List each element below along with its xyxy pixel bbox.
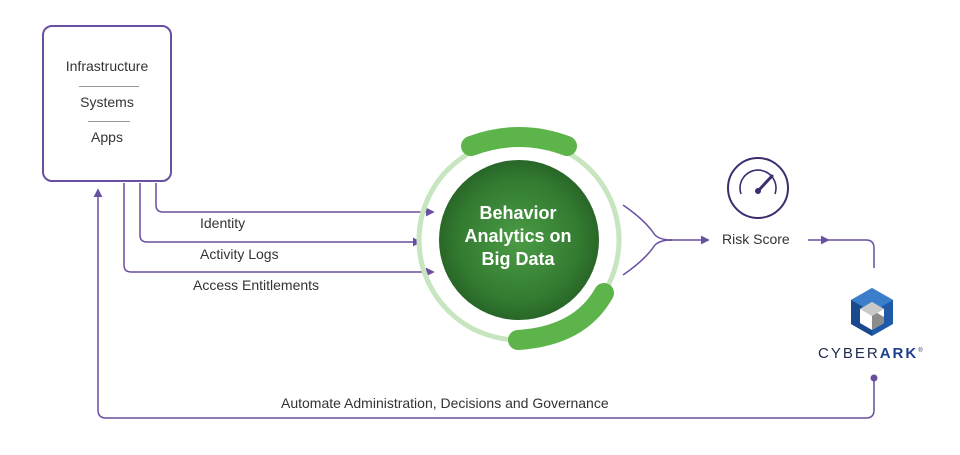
center-title-line: Big Data <box>481 249 555 269</box>
source-apps: Apps <box>91 129 123 145</box>
center-title-line: Analytics on <box>464 226 572 246</box>
flow-label-identity: Identity <box>200 215 246 231</box>
feedback-label: Automate Administration, Decisions and G… <box>281 395 609 411</box>
brand-part1: CYBER <box>818 345 880 362</box>
risk-line-down <box>826 239 875 268</box>
brand-mark: ® <box>918 348 923 354</box>
flow-line-identity <box>155 183 435 217</box>
source-infrastructure: Infrastructure <box>65 58 149 74</box>
center-title-line: Behavior <box>479 203 557 223</box>
center-ring-arc-top <box>461 127 577 156</box>
center-ball <box>439 160 599 320</box>
cyberark-logo-icon <box>851 288 893 336</box>
brand-part2: ARK <box>879 345 919 362</box>
feedback-line <box>93 188 875 419</box>
flow-label-access-entitlements: Access Entitlements <box>193 277 320 293</box>
flow-line-activity-logs <box>139 183 422 247</box>
center-ring-arc-bottom <box>508 283 614 350</box>
source-systems: Systems <box>80 94 134 110</box>
merge-line-top <box>622 204 673 241</box>
source-divider <box>79 86 139 87</box>
flow-line-access-entitlements <box>123 183 435 277</box>
cyberark-wordmark: CYBERARK® <box>818 345 923 362</box>
gauge-icon <box>727 157 789 219</box>
sources-box: Infrastructure Systems Apps <box>42 25 172 182</box>
risk-score-label: Risk Score <box>722 231 790 247</box>
flow-label-activity-logs: Activity Logs <box>200 246 279 262</box>
source-divider <box>88 121 130 122</box>
merge-line-bottom <box>622 239 673 276</box>
center-title: Behavior Analytics on Big Data <box>440 202 596 271</box>
